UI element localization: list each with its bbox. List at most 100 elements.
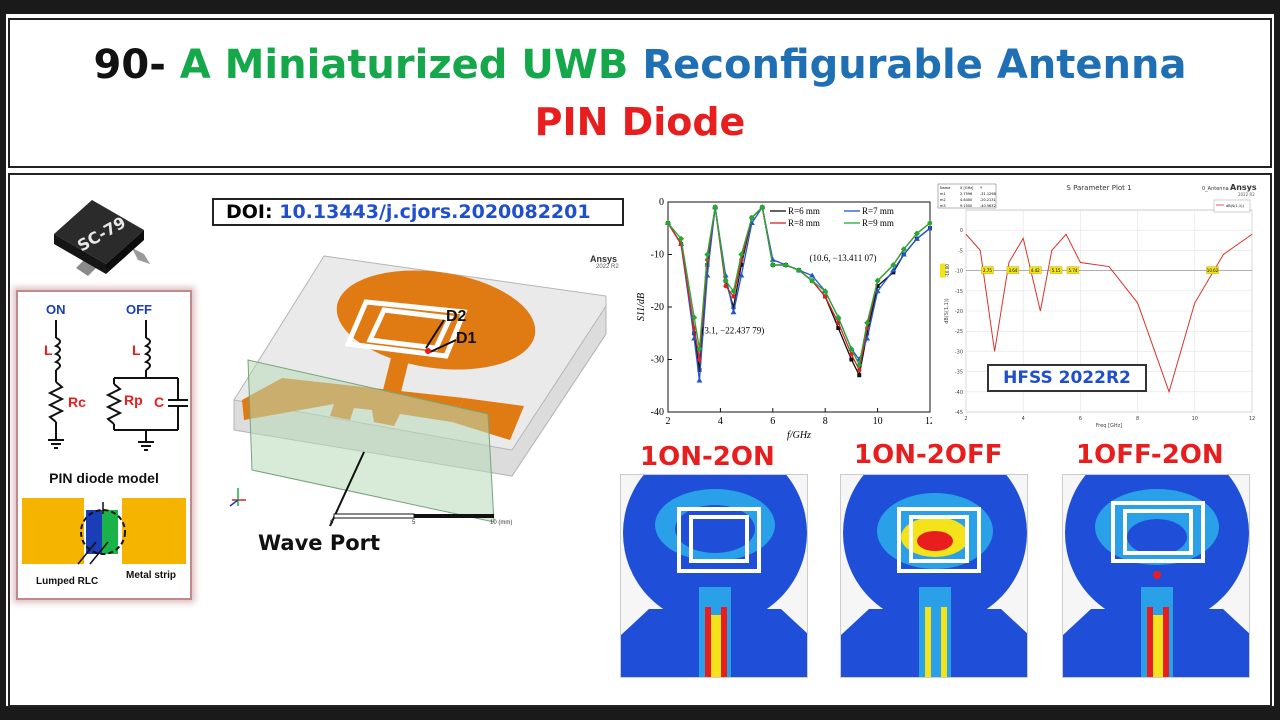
s11-point [696,377,703,383]
hfss-marker-header: X [GHz] [960,186,974,190]
doi-prefix: DOI: [226,201,273,223]
s11-ytick-label: -10 [651,250,664,261]
s11-point [722,277,729,284]
s11-xtick-label: 10 [873,416,883,427]
hfss-marker-header: Name [940,186,950,190]
hfss-xtick-label: 12 [1249,416,1255,422]
s11-point [704,251,711,258]
s11-point [874,277,881,284]
current-distribution-1on-2on [620,474,808,678]
s11-point [913,230,920,237]
s11-xtick-label: 4 [718,416,723,427]
rp-label: Rp [124,392,143,408]
hfss-version-badge: HFSS 2022R2 [987,364,1147,392]
s11-point [900,246,907,253]
hfss-ytick-label: -40 [955,390,963,396]
hfss-chart-title: S Parameter Plot 1 [1066,184,1131,192]
s11-yaxis-label: S11/dB [636,293,647,321]
hfss-xtick-label: 10 [1192,416,1198,422]
hfss-tag [1029,266,1042,274]
s11-annotation: (3.1, −22.437 79) [701,325,764,335]
hfss-tag [1049,266,1063,274]
pin-diode-model-panel: ON OFF L L Rc Rp C PIN diode model Lumpe… [16,290,192,600]
hfss-marker-cell: m1 [940,192,946,196]
s11-point [678,235,685,242]
lumped-rlc-label: Lumped RLC [36,576,99,587]
s11-point [913,235,920,241]
hfss-ytick-label: -30 [955,349,963,355]
s11-point [748,214,755,221]
s11-plot-frame [667,201,931,413]
hfss-tag [1066,266,1080,274]
mode-title-2: 1ON-2OFF [854,440,1003,470]
s11-point [712,204,719,211]
pin-diode-circuit-diagram [22,320,188,565]
s11-point [730,288,737,295]
hfss-ytick-label: -20 [955,309,963,315]
title-number: 90- [93,42,166,88]
s11-point [782,262,789,268]
s11-point [857,373,862,378]
hfss-ytick-label: 0 [960,228,963,234]
s11-point [809,272,816,278]
s11-point [731,305,736,309]
s11-point [738,251,745,258]
hfss-marker-cell: 4.6400 [960,198,972,202]
s11-legend-entry: R=6 mm [788,206,820,216]
s11-point [692,331,697,336]
s11-point [697,357,702,362]
hfss-ytick-label: -45 [955,410,963,416]
c-label: C [154,394,165,410]
hfss-xtick-label: 6 [1079,416,1082,422]
hfss-tag [981,266,994,274]
s11-point [849,357,854,362]
hfss-marker-cell: -20.2131 [980,198,996,202]
hfss-legend-title: 0_Antenna [1202,186,1229,192]
s11-point [927,225,933,231]
s11-point [849,352,854,357]
hfss-tag-label: 10.62 [1207,268,1219,273]
d1-label: D1 [456,330,477,347]
metal-strip-label: Metal strip [126,570,177,581]
s11-point [927,220,933,226]
hfss-marker-header: Y [980,186,983,190]
scale-10: 10 (mm) [490,520,513,526]
d2-label: D2 [446,308,467,325]
doi-value[interactable]: 10.13443/j.cjors.2020082201 [279,201,591,223]
mode-title-3: 1OFF-2ON [1076,440,1224,470]
s11-point [874,288,881,294]
current-distribution-1off-2on [1062,474,1250,678]
hfss-marker-cell: m2 [940,198,946,202]
hfss-marker-cell: 2.7596 [960,192,972,196]
title-blue-part: Reconfigurable Antenna [642,42,1187,88]
hfss-marker-cell: -40.5632 [980,204,996,208]
mode-title-1: 1ON-2ON [640,442,775,472]
s11-point [835,314,842,321]
hfss-ytick-label: -5 [958,248,963,254]
s11-point [890,267,897,273]
wave-port-label: Wave Port [258,531,381,555]
inductor-on-label: L [44,342,53,358]
s11-point [836,326,841,330]
scale-5: 5 [412,520,416,526]
s11-point [823,294,828,299]
s11-point [696,346,703,352]
ansys-version-3d: 2022 R2 [596,264,619,270]
hfss-marker-table [937,183,997,209]
hfss-xaxis-label: Freq [GHz] [1096,423,1123,429]
s11-point [769,262,776,268]
s11-point [759,204,766,211]
s11-point [857,367,862,373]
s11-point [864,319,871,326]
hfss-marker-cell: m3 [940,204,946,208]
s11-point [848,346,855,352]
ansys-logo-3d: Ansys [590,254,618,264]
hfss-legend-box [1213,199,1251,213]
hfss-marker-cell: -31.1298 [980,192,996,196]
s11-point [856,361,863,368]
hfss-tag-label: 5.74 [1069,268,1078,273]
hfss-tag-label: 5.15 [1052,268,1061,273]
s11-legend-entry: R=9 mm [862,218,894,228]
s11-point [738,272,745,278]
